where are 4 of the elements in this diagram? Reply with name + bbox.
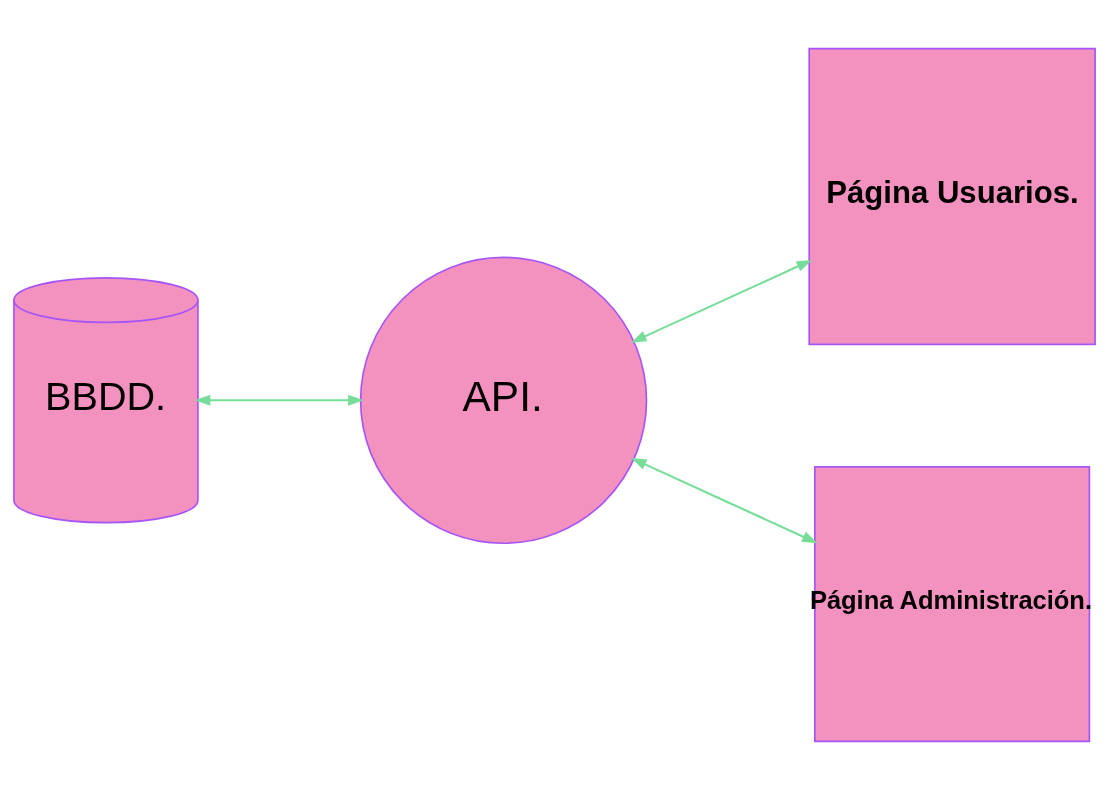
arrow xyxy=(630,457,818,544)
arrow xyxy=(630,259,813,343)
node-box: Página Usuarios. xyxy=(808,47,1096,346)
arrow xyxy=(194,394,364,406)
